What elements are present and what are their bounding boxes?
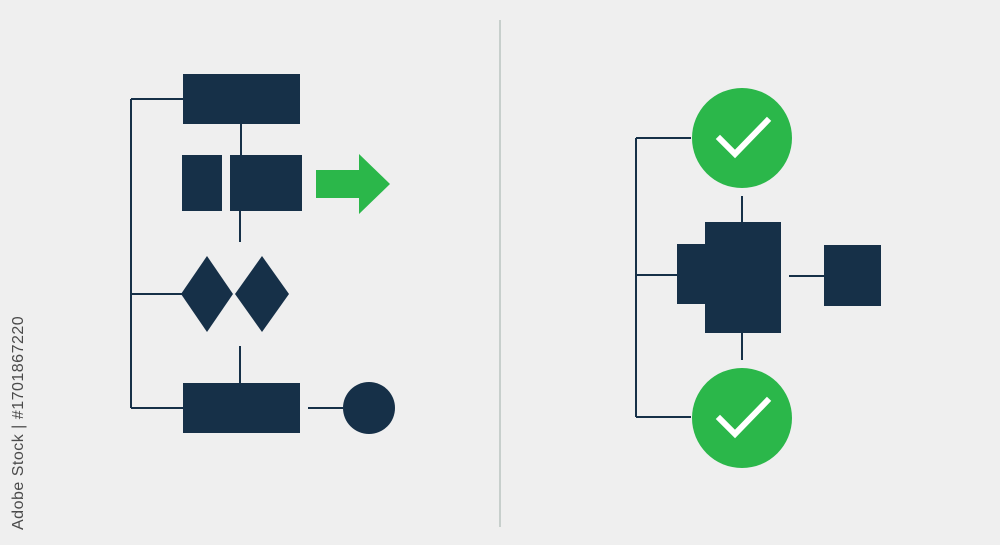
left-flowchart (130, 74, 395, 434)
side-process-tab (677, 244, 712, 304)
stock-id-separator: | (10, 424, 27, 429)
decision-diamond-right (235, 256, 289, 332)
check-circle-icon (692, 368, 792, 468)
stock-id-prefix: Adobe Stock (10, 433, 27, 530)
stock-id-number: #1701867220 (10, 315, 27, 420)
process-box-top (183, 74, 300, 124)
arrow-right-icon (316, 154, 390, 214)
check-circle-icon (692, 88, 792, 188)
main-process-block (705, 222, 781, 333)
process-box-wide (230, 155, 302, 211)
right-flowchart (635, 88, 881, 468)
process-box-small (182, 155, 222, 211)
output-box (824, 245, 881, 306)
decision-diamond-left (181, 256, 233, 332)
process-box-bottom (183, 383, 300, 433)
terminal-circle (343, 382, 395, 434)
stock-id-label: Adobe Stock | #1701867220 (10, 316, 28, 530)
